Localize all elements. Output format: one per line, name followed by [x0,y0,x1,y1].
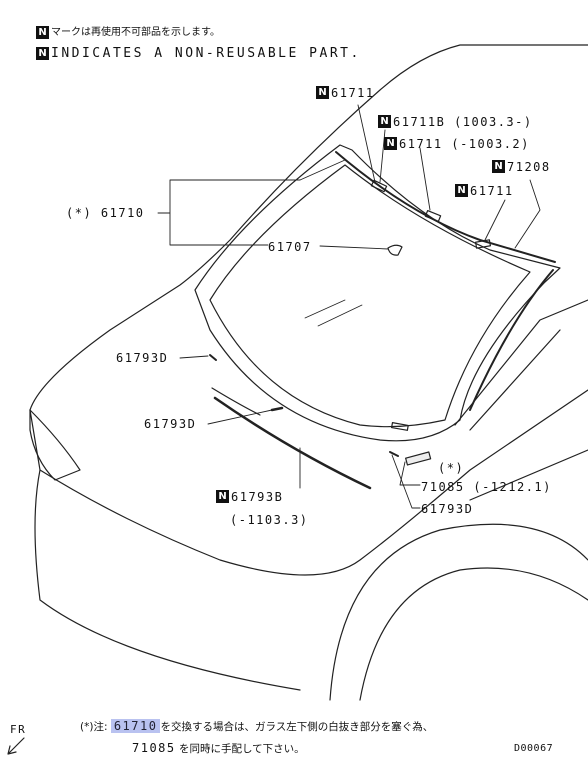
note-prefix: (*)注: [80,721,108,733]
part-61711-clip-b [424,209,442,223]
label-61793b-range: (-1103.3) [230,513,309,527]
part-61793d-c [391,422,409,431]
leader-61711-c [484,199,506,241]
part-61793d-small [389,451,399,457]
non-reusable-badge: N [384,137,397,150]
wheel-inner [359,567,588,701]
note-part-61710: 61710 [110,719,161,733]
fr-arrow-icon [7,737,25,755]
leader-61793d-b [207,409,273,425]
part-61793d-b [270,406,284,412]
footer-note-line2: 71085 を同時に手配して下さい。 [132,740,305,757]
note-part-71085: 71085 [132,741,176,755]
label-61707: 61707 [268,240,312,254]
label-star: (*) [438,461,465,475]
note-text1: を交換する場合は、ガラス左下側の白抜き部分を塞ぐ為、 [160,721,434,733]
door-line [469,449,588,501]
part-61793b-molding [213,396,372,490]
non-reusable-badge: N [36,47,49,60]
non-reusable-badge: N [316,86,329,99]
leader-61710-to-glass [299,159,346,181]
header-en-text: INDICATES A NON-REUSABLE PART. [51,46,361,61]
diagram-code: D00067 [514,743,554,754]
non-reusable-badge: N [216,490,229,503]
fender-line [34,469,301,691]
label-61793d-b: 61793D [144,417,197,431]
non-reusable-badge: N [36,26,49,39]
glass-reflection [304,299,363,327]
non-reusable-badge: N [492,160,505,173]
headlight [29,409,81,481]
leader-61710-bracket [157,179,301,246]
roof-line-2 [469,329,561,431]
label-61710: (*) 61710 [66,206,145,220]
part-71085 [405,451,432,466]
leader-71085 [399,461,421,486]
windshield-glass [209,164,531,428]
fr-label: FR [10,723,27,736]
wheel-arch [329,523,588,701]
leader-61793d-c [391,454,421,509]
right-molding [469,269,554,411]
leader-71208 [514,179,541,249]
non-reusable-badge: N [378,115,391,128]
non-reusable-badge: N [455,184,468,197]
leader-61711-a [357,104,376,183]
leader-61711-b [419,147,431,211]
part-61711-clip-a [370,179,388,193]
part-61711-clip-c [474,239,492,249]
label-61793d-a: 61793D [116,351,169,365]
header-jp-text: マークは再使用不可部品を示します。 [51,27,220,38]
note-text2: を同時に手配して下さい。 [178,743,305,755]
part-61707-sensor [387,244,403,256]
roof-line [454,299,588,426]
top-molding [335,151,556,263]
label-61793d-c: 61793D [421,502,474,516]
car-body-outline [29,44,588,411]
windshield-outer [194,144,561,442]
leader-61793d-a [179,355,209,359]
label-71085: 71085 (-1212.1) [421,480,552,494]
leader-61707 [319,245,389,250]
part-61793d-a [209,354,217,361]
